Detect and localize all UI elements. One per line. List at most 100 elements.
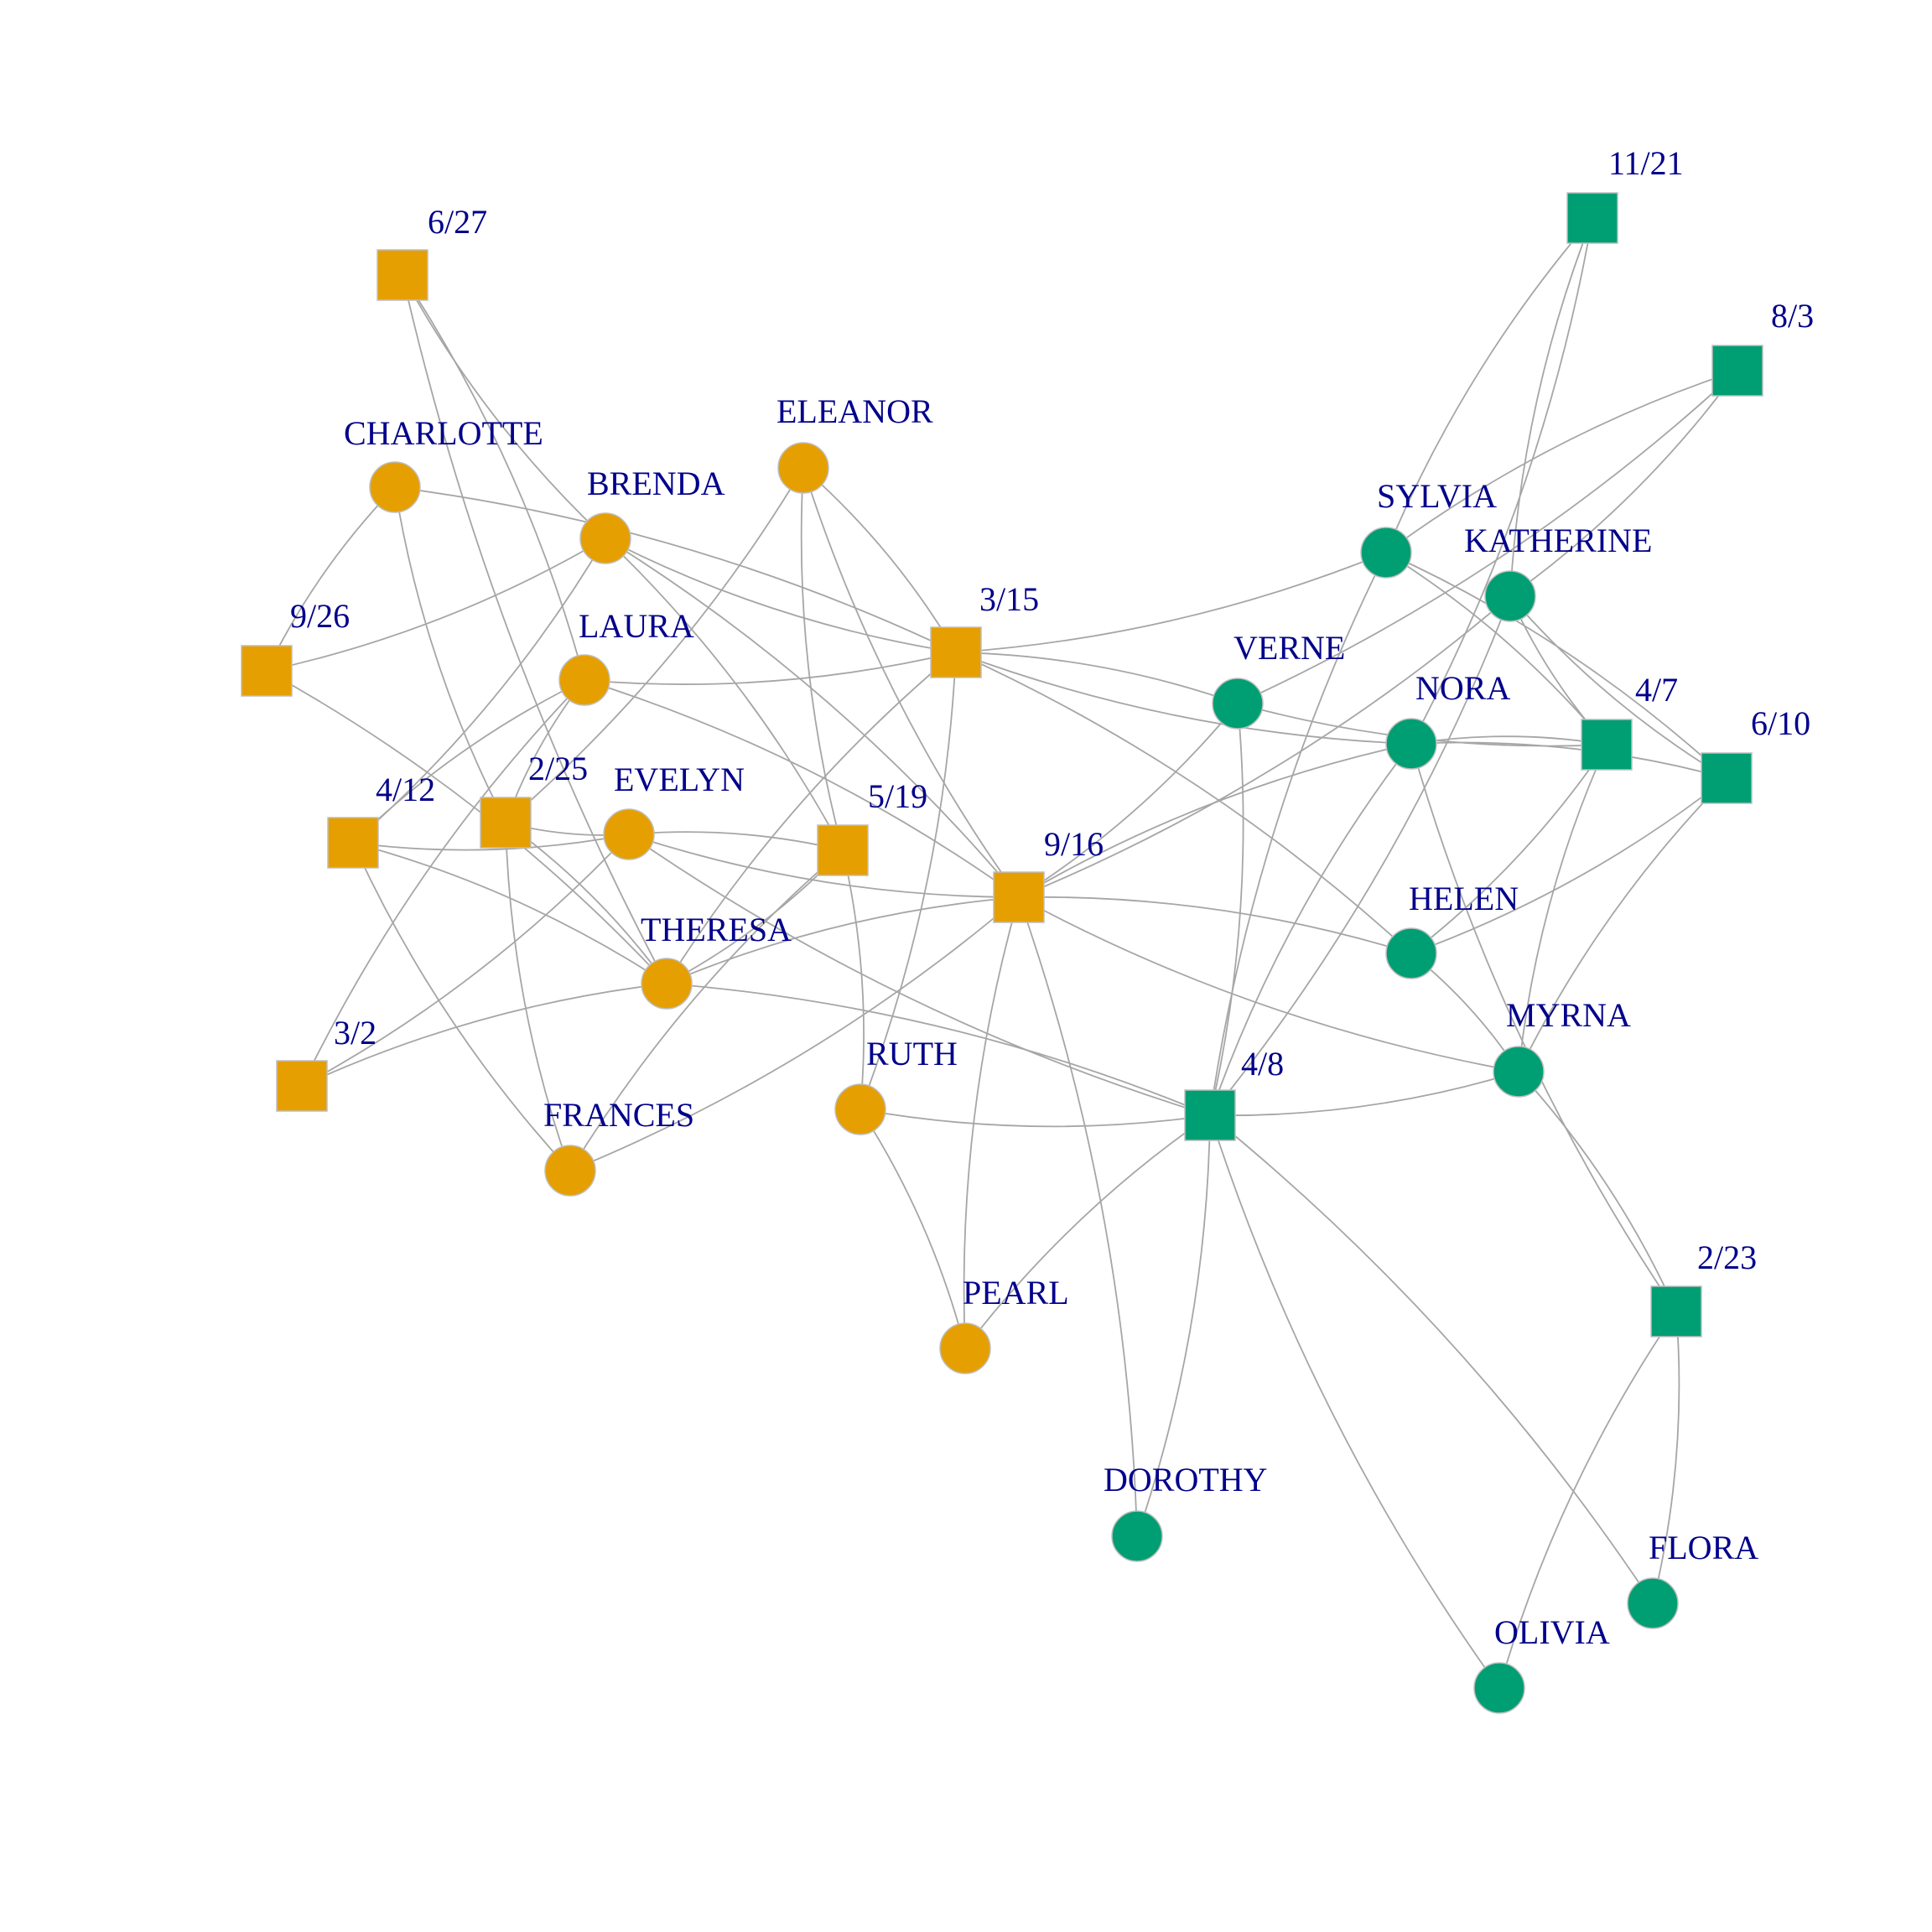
node-square-2-23: [1650, 1285, 1702, 1337]
nodes-layer: [241, 192, 1763, 1714]
node-square-6-27: [377, 249, 428, 301]
edge-3-15-theresa: [666, 652, 957, 984]
edge-9-16-eleanor: [802, 467, 1020, 898]
node-label-flora: FLORA: [1649, 1529, 1758, 1566]
edge-9-16-laura: [584, 679, 1020, 898]
edge-9-16-evelyn: [628, 834, 1020, 898]
edge-3-15-brenda: [605, 538, 957, 653]
node-label-6-10: 6/10: [1751, 704, 1810, 742]
node-label-9-26: 9/26: [290, 597, 350, 635]
edge-5-19-frances: [569, 849, 844, 1171]
node-label-myrna: MYRNA: [1506, 996, 1631, 1034]
edge-9-26-brenda: [266, 538, 606, 672]
edge-4-8-flora: [1209, 1114, 1654, 1604]
node-square-9-16: [993, 871, 1045, 923]
node-circle-laura: [558, 654, 610, 706]
node-circle-myrna: [1493, 1046, 1545, 1098]
node-circle-nora: [1385, 718, 1437, 770]
node-label-4-12: 4/12: [376, 771, 435, 808]
node-label-pearl: PEARL: [963, 1274, 1069, 1311]
edge-9-16-frances: [569, 896, 1020, 1171]
node-label-eleanor: ELEANOR: [776, 392, 933, 430]
edge-4-8-sylvia: [1209, 552, 1387, 1116]
node-circle-theresa: [641, 958, 693, 1010]
edge-4-7-helen: [1410, 744, 1607, 954]
edge-6-10-myrna: [1518, 777, 1727, 1072]
edge-9-16-myrna: [1018, 896, 1519, 1072]
node-square-11-21: [1566, 192, 1618, 244]
node-circle-olivia: [1473, 1662, 1525, 1714]
edge-5-19-evelyn: [628, 831, 844, 851]
node-circle-charlotte: [369, 461, 421, 513]
edge-9-26-charlotte: [266, 486, 396, 672]
node-label-verne: VERNE: [1233, 629, 1345, 667]
node-circle-verne: [1212, 678, 1264, 730]
node-label-9-16: 9/16: [1044, 825, 1104, 863]
edge-6-10-katherine: [1509, 595, 1727, 779]
node-label-4-7: 4/7: [1635, 671, 1678, 709]
node-label-charlotte: CHARLOTTE: [344, 414, 543, 452]
node-square-5-19: [817, 824, 869, 876]
edge-9-16-katherine: [1018, 595, 1511, 898]
edge-3-15-verne: [955, 652, 1239, 704]
node-label-3-2: 3/2: [334, 1014, 377, 1052]
edge-3-15-nora: [955, 652, 1412, 745]
edge-4-8-nora: [1209, 743, 1412, 1116]
node-circle-frances: [544, 1145, 596, 1197]
edge-5-19-ruth: [842, 849, 865, 1110]
edge-9-26-theresa: [266, 670, 667, 984]
node-square-3-2: [276, 1060, 328, 1112]
node-square-9-26: [241, 645, 293, 697]
node-label-frances: FRANCES: [543, 1096, 694, 1134]
edge-9-16-dorothy: [1018, 896, 1138, 1537]
edge-2-25-eleanor: [505, 467, 804, 823]
edge-4-12-evelyn: [352, 834, 630, 851]
edge-2-25-charlotte: [394, 486, 506, 823]
edge-6-27-brenda: [402, 274, 606, 539]
edge-8-3-verne: [1237, 370, 1738, 704]
edge-2-23-myrna: [1518, 1071, 1677, 1312]
node-label-helen: HELEN: [1409, 880, 1519, 917]
edge-6-27-laura: [402, 274, 585, 681]
edge-3-15-sylvia: [955, 552, 1387, 653]
edge-9-16-pearl: [963, 896, 1020, 1349]
node-square-2-25: [480, 797, 532, 849]
node-label-ruth: RUTH: [866, 1035, 958, 1072]
edge-8-3-katherine: [1509, 370, 1738, 597]
edge-2-23-olivia: [1498, 1311, 1677, 1689]
edge-11-21-nora: [1410, 217, 1593, 745]
edge-3-15-laura: [584, 652, 957, 685]
node-square-6-10: [1701, 752, 1753, 804]
node-label-3-15: 3/15: [979, 580, 1039, 618]
node-circle-helen: [1385, 927, 1437, 979]
edges-layer: [266, 217, 1738, 1689]
node-label-theresa: THERESA: [641, 911, 792, 948]
node-circle-dorothy: [1111, 1510, 1163, 1562]
node-label-nora: NORA: [1415, 669, 1510, 707]
edge-3-2-theresa: [301, 983, 667, 1087]
node-square-4-12: [327, 817, 379, 869]
edge-9-16-theresa: [666, 896, 1020, 984]
edge-3-2-evelyn: [301, 834, 630, 1087]
node-label-2-25: 2/25: [528, 750, 588, 787]
node-label-katherine: KATHERINE: [1464, 522, 1652, 559]
edge-4-8-evelyn: [628, 834, 1211, 1116]
node-label-sylvia: SYLVIA: [1377, 477, 1497, 515]
node-circle-brenda: [579, 512, 631, 564]
edge-6-10-helen: [1410, 777, 1727, 954]
edge-3-15-eleanor: [802, 467, 957, 653]
node-label-2-23: 2/23: [1697, 1239, 1757, 1276]
labels-layer: 6/279/264/122/253/25/193/159/16CHARLOTTE…: [290, 144, 1814, 1651]
edge-9-16-brenda: [605, 538, 1020, 898]
edge-3-15-helen: [955, 652, 1412, 954]
edge-3-15-ruth: [860, 652, 957, 1110]
node-label-6-27: 6/27: [428, 203, 487, 241]
node-square-3-15: [930, 626, 982, 678]
node-square-4-8: [1184, 1089, 1236, 1141]
node-square-4-7: [1581, 719, 1633, 771]
edge-4-8-verne: [1209, 703, 1244, 1116]
edge-9-16-helen: [1018, 896, 1412, 954]
node-circle-pearl: [939, 1322, 991, 1374]
edge-4-8-katherine: [1209, 595, 1511, 1116]
